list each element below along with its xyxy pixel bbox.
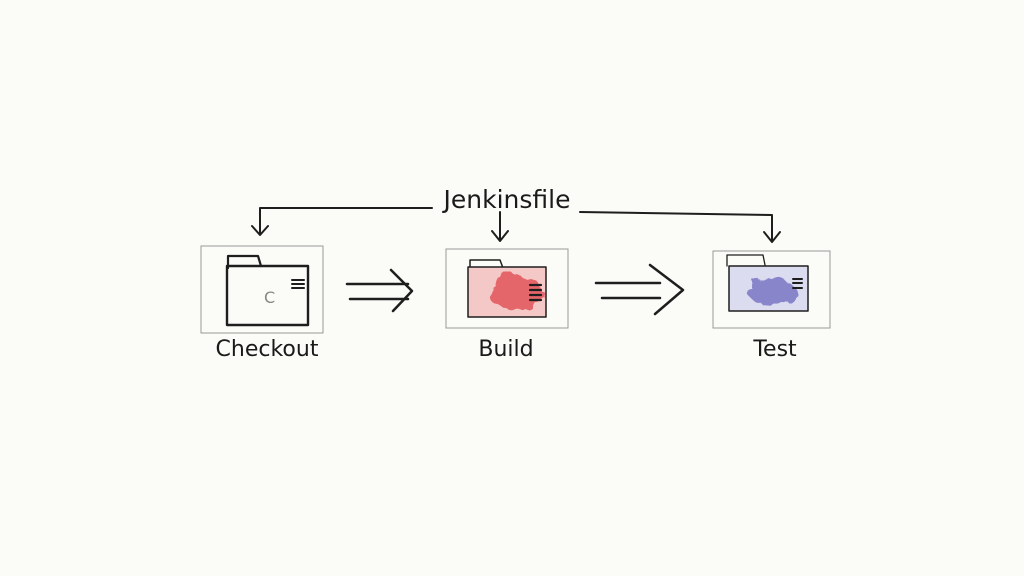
- jenkinsfile-label: Jenkinsfile: [442, 185, 571, 214]
- stage-checkout: C Checkout: [200, 245, 324, 362]
- stage-test: Test: [712, 250, 831, 362]
- stage-build: Build: [445, 248, 569, 362]
- arrow-right-icon: [594, 263, 685, 316]
- stage-label-test: Test: [752, 337, 797, 362]
- jenkinsfile-connector: [251, 207, 781, 243]
- stage-frame: [445, 248, 569, 329]
- folder-icon: [225, 254, 310, 327]
- stage-frame: [712, 250, 831, 329]
- folder-icon: [467, 259, 547, 318]
- stage-label-checkout: Checkout: [216, 337, 319, 362]
- arrow-right-icon: [345, 268, 414, 313]
- checkout-glyph: C: [264, 288, 275, 307]
- stage-frame: [200, 245, 324, 334]
- stage-label-build: Build: [478, 337, 533, 362]
- folder-icon: [726, 254, 809, 312]
